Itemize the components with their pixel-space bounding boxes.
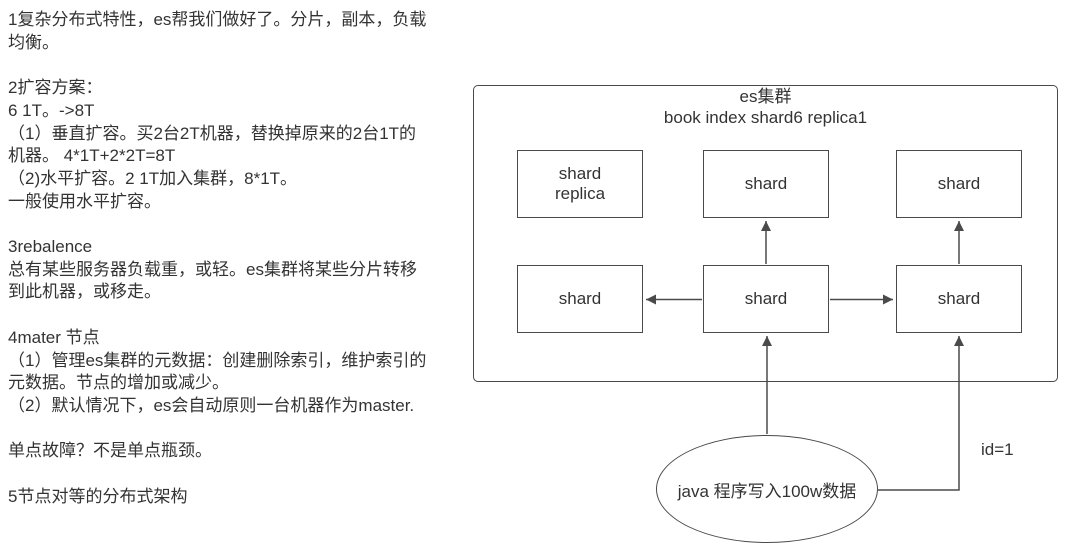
es-cluster-box — [473, 85, 1058, 382]
node-shard-bottom-left: shard — [517, 265, 643, 333]
node-shard-bottom-right: shard — [896, 265, 1022, 333]
node-shard-top-right: shard — [896, 150, 1022, 218]
cluster-title: es集群 book index shard6 replica1 — [473, 87, 1058, 128]
node-shard-replica: shard replica — [517, 150, 643, 218]
node-shard-bottom-middle: shard — [703, 265, 829, 333]
notes-text: 1复杂分布式特性，es帮我们做好了。分片，副本，负载 均衡。 2扩容方案： 6 … — [8, 10, 427, 506]
id-annotation: id=1 — [981, 440, 1014, 459]
cluster-title-line2: book index shard6 replica1 — [663, 107, 868, 127]
data-source-label: java 程序写入100w数据 — [677, 481, 857, 501]
data-source-ellipse: java 程序写入100w数据 — [656, 435, 878, 543]
node-shard-top-middle: shard — [703, 150, 829, 218]
cluster-title-line1: es集群 — [739, 87, 792, 106]
